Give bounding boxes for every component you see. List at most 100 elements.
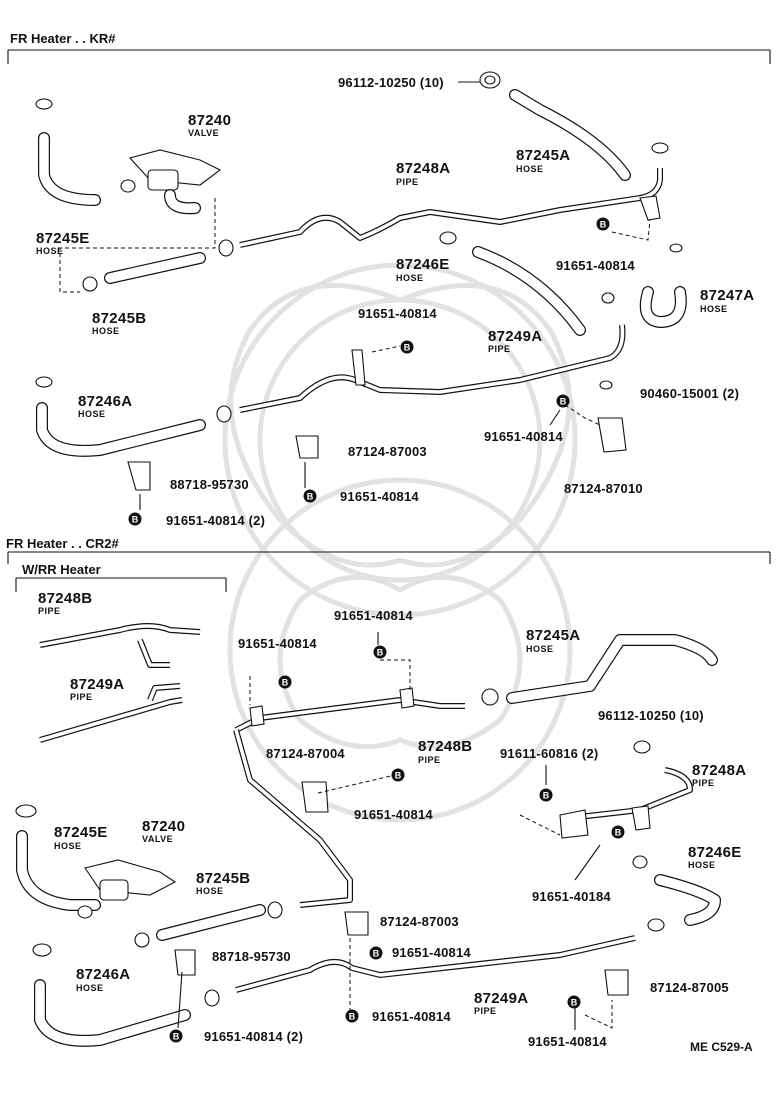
pipe-87248B-wrr	[39, 623, 201, 668]
bolt-marker-letter: B	[173, 1032, 180, 1042]
part-sub-87248A-bottom: PIPE	[692, 778, 715, 788]
part-label-87246E-bottom: 87246E	[688, 844, 742, 861]
part-sub-87248B-wrr: PIPE	[38, 606, 61, 616]
hose-87246E-bottom	[654, 874, 721, 926]
bolt-marker-letter: B	[307, 492, 314, 502]
clamp-96112-top	[458, 71, 501, 89]
pipe-87249A-wrr	[39, 683, 183, 743]
section-heading-cr2: FR Heater . . CR2#	[6, 536, 119, 551]
clamps-top-section	[35, 98, 683, 491]
watermark-emblem	[222, 262, 578, 823]
part-label-91651-b-g: 91651-40814	[528, 1034, 607, 1049]
part-sub-87248A-top: PIPE	[396, 177, 419, 187]
part-label-87248B-mid: 87248B	[418, 738, 473, 755]
section-heading-kr: FR Heater . . KR#	[10, 31, 116, 46]
hose-87245E-top	[38, 132, 101, 206]
part-label-91651-b-a: 91651-40814	[334, 608, 413, 623]
bolt-marker-letter: B	[373, 949, 380, 959]
kr-section-frame	[7, 49, 771, 64]
bolt-marker-letter: B	[543, 791, 550, 801]
part-label-87246A-bottom: 87246A	[76, 966, 131, 983]
part-label-87240-top: 87240	[188, 112, 232, 129]
part-label-87249A-wrr: 87249A	[70, 676, 125, 693]
hose-87246A-top	[36, 402, 206, 457]
part-label-96112-top: 96112-10250 (10)	[338, 75, 444, 90]
part-label-87245B-top: 87245B	[92, 310, 147, 327]
part-label-96112-bottom: 96112-10250 (10)	[598, 708, 704, 723]
part-label-91651-b-d: 91651-40814	[392, 945, 471, 960]
bolt-marker-letter: B	[571, 998, 578, 1008]
part-label-87246A-top: 87246A	[78, 393, 133, 410]
part-label-87248B-wrr: 87248B	[38, 590, 93, 607]
part-sub-87246A-top: HOSE	[78, 409, 106, 419]
part-label-91651-top-b: 91651-40814	[358, 306, 437, 321]
valve-87240-bottom	[84, 859, 177, 901]
part-sub-87248B-mid: PIPE	[418, 755, 441, 765]
bolt-markers-top: B B B B B	[128, 217, 610, 526]
cr2-section-frame	[7, 551, 771, 592]
part-sub-87246E-top: HOSE	[396, 273, 424, 283]
part-label-91651-top-d: 91651-40814	[340, 489, 419, 504]
bolt-marker-letter: B	[600, 220, 607, 230]
part-label-87245A-bottom: 87245A	[526, 627, 581, 644]
part-sub-87249A-wrr: PIPE	[70, 692, 93, 702]
bolt-marker-letter: B	[404, 343, 411, 353]
hose-87245A-bottom	[506, 634, 718, 704]
bolt-marker-letter: B	[560, 397, 567, 407]
part-label-91651-top-c: 91651-40814	[484, 429, 563, 444]
part-sub-87249A-top: PIPE	[488, 344, 511, 354]
part-label-87247A: 87247A	[700, 287, 755, 304]
part-sub-87245E-top: HOSE	[36, 246, 64, 256]
part-label-87240-bottom: 87240	[142, 818, 186, 835]
part-label-87249A-top: 87249A	[488, 328, 543, 345]
part-label-87248A-bottom: 87248A	[692, 762, 747, 779]
hose-87245E-bottom	[16, 830, 101, 911]
part-label-88718-top: 88718-95730	[170, 477, 249, 492]
part-label-87245A-top: 87245A	[516, 147, 571, 164]
valve-87240-top	[128, 149, 222, 215]
part-label-91611: 91611-60816 (2)	[500, 746, 599, 761]
part-sub-87245A-bottom: HOSE	[526, 644, 554, 654]
part-sub-87245B-bottom: HOSE	[196, 886, 224, 896]
part-label-91651-b-c: 91651-40814	[354, 807, 433, 822]
part-label-87246E-top: 87246E	[396, 256, 450, 273]
pipe-87248A-bottom	[569, 767, 693, 821]
part-label-91651-top-a: 91651-40814	[556, 258, 635, 273]
pipe-87249A-top	[239, 324, 626, 413]
pipe-87248B-mid	[233, 697, 465, 908]
part-sub-87240-bottom: VALVE	[142, 834, 174, 844]
hose-87245B-bottom	[156, 904, 266, 941]
part-sub-87249A-bottom: PIPE	[474, 1006, 497, 1016]
hose-87245A-top	[509, 89, 631, 181]
part-label-91651-b-e: 91651-40814	[372, 1009, 451, 1024]
part-label-90460: 90460-15001 (2)	[640, 386, 740, 401]
part-sub-87245E-bottom: HOSE	[54, 841, 82, 851]
clamps-bottom-section	[15, 687, 665, 1007]
part-sub-87245B-top: HOSE	[92, 326, 120, 336]
diagram-reference-code: ME C529-A	[690, 1040, 753, 1054]
part-sub-87245A-top: HOSE	[516, 164, 544, 174]
hose-87245B-top	[104, 252, 206, 284]
part-label-87124-87010: 87124-87010	[564, 481, 643, 496]
part-label-87124-87005: 87124-87005	[650, 980, 729, 995]
part-label-88718-bottom: 88718-95730	[212, 949, 291, 964]
section-heading-wrr: W/RR Heater	[22, 562, 101, 577]
hose-87247A	[639, 286, 687, 328]
part-label-87124-87003-top: 87124-87003	[348, 444, 427, 459]
pipe-87248A-top	[239, 168, 663, 248]
leaders-top-section	[59, 198, 651, 510]
bolt-marker-letter: B	[395, 771, 402, 781]
part-sub-87246E-bottom: HOSE	[688, 860, 716, 870]
part-label-87249A-bottom: 87249A	[474, 990, 529, 1007]
leaders-bottom-section	[177, 632, 613, 1030]
part-sub-87246A-bottom: HOSE	[76, 983, 104, 993]
part-label-87124-87004: 87124-87004	[266, 746, 345, 761]
part-label-91651-top-e: 91651-40814 (2)	[166, 513, 266, 528]
part-label-91651-40184: 91651-40184	[532, 889, 611, 904]
part-label-87248A-top: 87248A	[396, 160, 451, 177]
bolt-marker-letter: B	[615, 828, 622, 838]
bolt-marker-letter: B	[377, 648, 384, 658]
bolt-marker-letter: B	[132, 515, 139, 525]
